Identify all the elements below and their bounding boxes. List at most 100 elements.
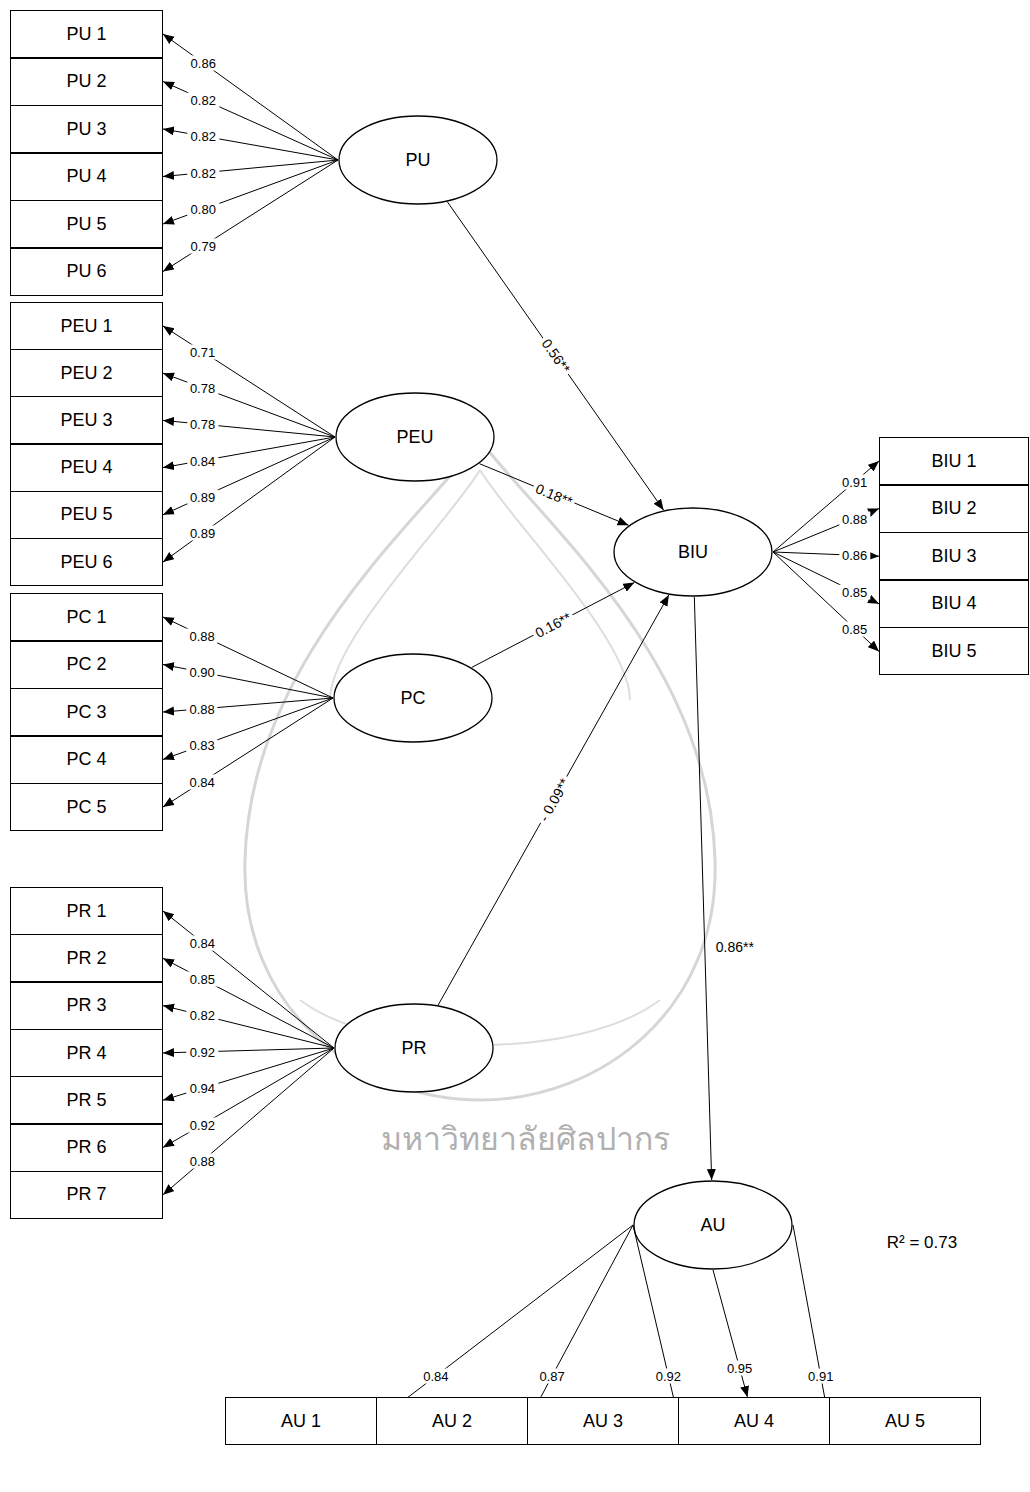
path-coefficient: - 0.09** xyxy=(534,773,574,827)
loading-value: 0.95 xyxy=(724,1360,755,1375)
indicator-name: PC 1 xyxy=(66,607,106,628)
indicator-box: PR 7 xyxy=(10,1171,163,1219)
indicator-name: PU 2 xyxy=(66,71,106,92)
ellipse-shape xyxy=(336,393,494,481)
loading-arrow xyxy=(163,617,333,698)
loading-arrow xyxy=(163,129,338,160)
loading-value: 0.82 xyxy=(188,165,219,180)
indicator-name: BIU 5 xyxy=(931,641,976,662)
indicator-name: PU 6 xyxy=(66,261,106,282)
indicator-name: PR 7 xyxy=(66,1184,106,1205)
indicator-name: PEU 5 xyxy=(60,504,112,525)
loading-arrow xyxy=(163,437,335,562)
loading-value: 0.91 xyxy=(839,474,870,489)
indicator-name: AU 2 xyxy=(432,1411,472,1432)
loading-arrow xyxy=(163,1006,334,1048)
loading-value: 0.92 xyxy=(187,1044,218,1059)
indicator-box: BIU 5 xyxy=(879,627,1029,675)
indicator-name: PR 3 xyxy=(66,995,106,1016)
watermark-text: มหาวิทยาลัยศิลปากร xyxy=(381,1122,670,1157)
loading-value: 0.88 xyxy=(839,511,870,526)
indicator-name: PC 2 xyxy=(66,654,106,675)
loading-arrow xyxy=(163,1048,334,1148)
loading-arrow xyxy=(163,698,333,807)
indicator-name: BIU 2 xyxy=(931,498,976,519)
indicator-box: PU 5 xyxy=(10,200,163,248)
indicator-name: PC 3 xyxy=(66,702,106,723)
loading-value: 0.82 xyxy=(188,129,219,144)
indicator-name: PEU 6 xyxy=(60,552,112,573)
loading-value: 0.71 xyxy=(187,344,218,359)
indicator-box: PEU 5 xyxy=(10,491,163,539)
path-arrow xyxy=(472,583,635,668)
loading-value: 0.92 xyxy=(653,1368,684,1383)
indicator-name: BIU 1 xyxy=(931,451,976,472)
loading-arrow xyxy=(163,160,338,224)
indicator-box: PR 3 xyxy=(10,982,163,1030)
loading-arrow xyxy=(163,665,333,699)
indicator-name: PEU 4 xyxy=(60,457,112,478)
indicator-name: BIU 3 xyxy=(931,546,976,567)
indicator-box: PEU 6 xyxy=(10,538,163,586)
indicator-name: PR 2 xyxy=(66,948,106,969)
loading-arrow xyxy=(163,958,334,1048)
construct-name: PEU xyxy=(396,427,433,448)
loading-value: 0.90 xyxy=(186,665,217,680)
ellipse-shape xyxy=(634,1181,792,1269)
latent-ellipse: PR xyxy=(334,1003,494,1093)
indicator-name: PU 5 xyxy=(66,214,106,235)
loading-arrow xyxy=(377,1225,633,1421)
indicator-box: PU 4 xyxy=(10,153,163,201)
ellipse-shape xyxy=(335,1004,493,1092)
loading-arrow xyxy=(773,461,879,552)
indicator-box: AU 5 xyxy=(829,1397,981,1445)
indicator-name: BIU 4 xyxy=(931,593,976,614)
indicator-box: PR 4 xyxy=(10,1029,163,1077)
loading-value: 0.78 xyxy=(187,417,218,432)
indicator-box: PEU 4 xyxy=(10,444,163,492)
loading-value: 0.87 xyxy=(536,1368,567,1383)
construct-name: PU xyxy=(405,150,430,171)
latent-ellipse: PEU xyxy=(335,392,495,482)
watermark-flourish xyxy=(480,470,630,700)
r-squared-note: R² = 0.73 xyxy=(887,1234,957,1253)
indicator-name: PEU 2 xyxy=(60,363,112,384)
indicator-box: PU 6 xyxy=(10,248,163,296)
loading-arrow xyxy=(163,34,338,160)
loading-value: 0.82 xyxy=(187,1008,218,1023)
loading-value: 0.82 xyxy=(188,92,219,107)
indicator-name: AU 4 xyxy=(734,1411,774,1432)
indicator-box: PEU 3 xyxy=(10,396,163,444)
indicator-box: PC 1 xyxy=(10,593,163,641)
loading-value: 0.79 xyxy=(188,238,219,253)
loading-arrow xyxy=(773,509,879,552)
indicator-box: AU 2 xyxy=(376,1397,528,1445)
indicator-box: PR 6 xyxy=(10,1124,163,1172)
path-arrow xyxy=(694,597,711,1180)
loading-value: 0.84 xyxy=(187,453,218,468)
indicator-box: BIU 3 xyxy=(879,532,1029,580)
loading-value: 0.84 xyxy=(187,935,218,950)
loading-arrow xyxy=(163,373,335,437)
loading-value: 0.83 xyxy=(186,738,217,753)
loading-arrow xyxy=(163,160,338,272)
indicator-box: BIU 2 xyxy=(879,485,1029,533)
path-arrow xyxy=(479,464,628,526)
loading-arrow xyxy=(163,437,335,468)
indicator-box: PC 5 xyxy=(10,783,163,831)
indicator-name: PR 4 xyxy=(66,1043,106,1064)
ellipse-shape xyxy=(614,508,772,596)
loading-value: 0.85 xyxy=(839,621,870,636)
indicator-box: AU 3 xyxy=(527,1397,679,1445)
ellipse-shape xyxy=(339,116,497,204)
loading-value: 0.88 xyxy=(186,628,217,643)
indicator-box: PU 1 xyxy=(10,10,163,58)
loading-arrow xyxy=(713,1270,747,1397)
loading-value: 0.85 xyxy=(187,971,218,986)
indicator-name: PR 5 xyxy=(66,1090,106,1111)
loading-arrow xyxy=(773,552,879,651)
loading-value: 0.91 xyxy=(805,1368,836,1383)
loading-value: 0.78 xyxy=(187,380,218,395)
loading-arrow xyxy=(163,82,338,161)
loading-value: 0.89 xyxy=(187,526,218,541)
